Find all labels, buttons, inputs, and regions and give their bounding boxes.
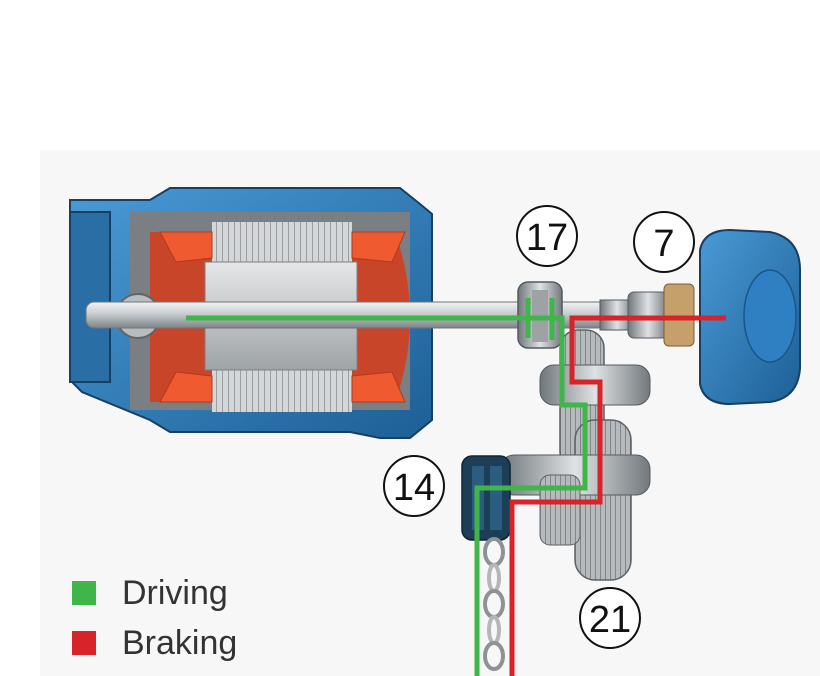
slip-clutch — [517, 281, 563, 349]
legend-label-braking: Braking — [122, 623, 238, 662]
legend: Driving Braking — [72, 568, 237, 668]
gear-shaft-upper — [539, 364, 651, 406]
winding-top-left — [159, 231, 213, 263]
winding-top-right — [351, 231, 406, 263]
load-gear — [539, 474, 581, 546]
winding-bottom-left — [159, 371, 213, 403]
legend-swatch-driving — [72, 581, 96, 605]
load-chain — [483, 537, 505, 671]
driving-flow-path — [186, 298, 588, 676]
winding-bottom-right — [351, 371, 406, 403]
brake-assembly — [599, 228, 801, 406]
callout-14: 14 — [383, 455, 445, 517]
legend-item-braking: Braking — [72, 618, 237, 668]
legend-label-driving: Driving — [122, 573, 228, 612]
callout-21-label: 21 — [589, 599, 631, 641]
callout-7: 7 — [633, 211, 695, 273]
end-cover — [69, 211, 111, 383]
legend-swatch-braking — [72, 631, 96, 655]
braking-flow-path — [509, 315, 726, 676]
legend-item-driving: Driving — [72, 568, 237, 618]
callout-17-label: 17 — [526, 217, 568, 259]
callout-14-label: 14 — [393, 467, 435, 509]
callout-21: 21 — [579, 587, 641, 649]
chain-sprocket — [461, 455, 511, 541]
callout-17: 17 — [516, 205, 578, 267]
callout-7-label: 7 — [653, 223, 674, 265]
